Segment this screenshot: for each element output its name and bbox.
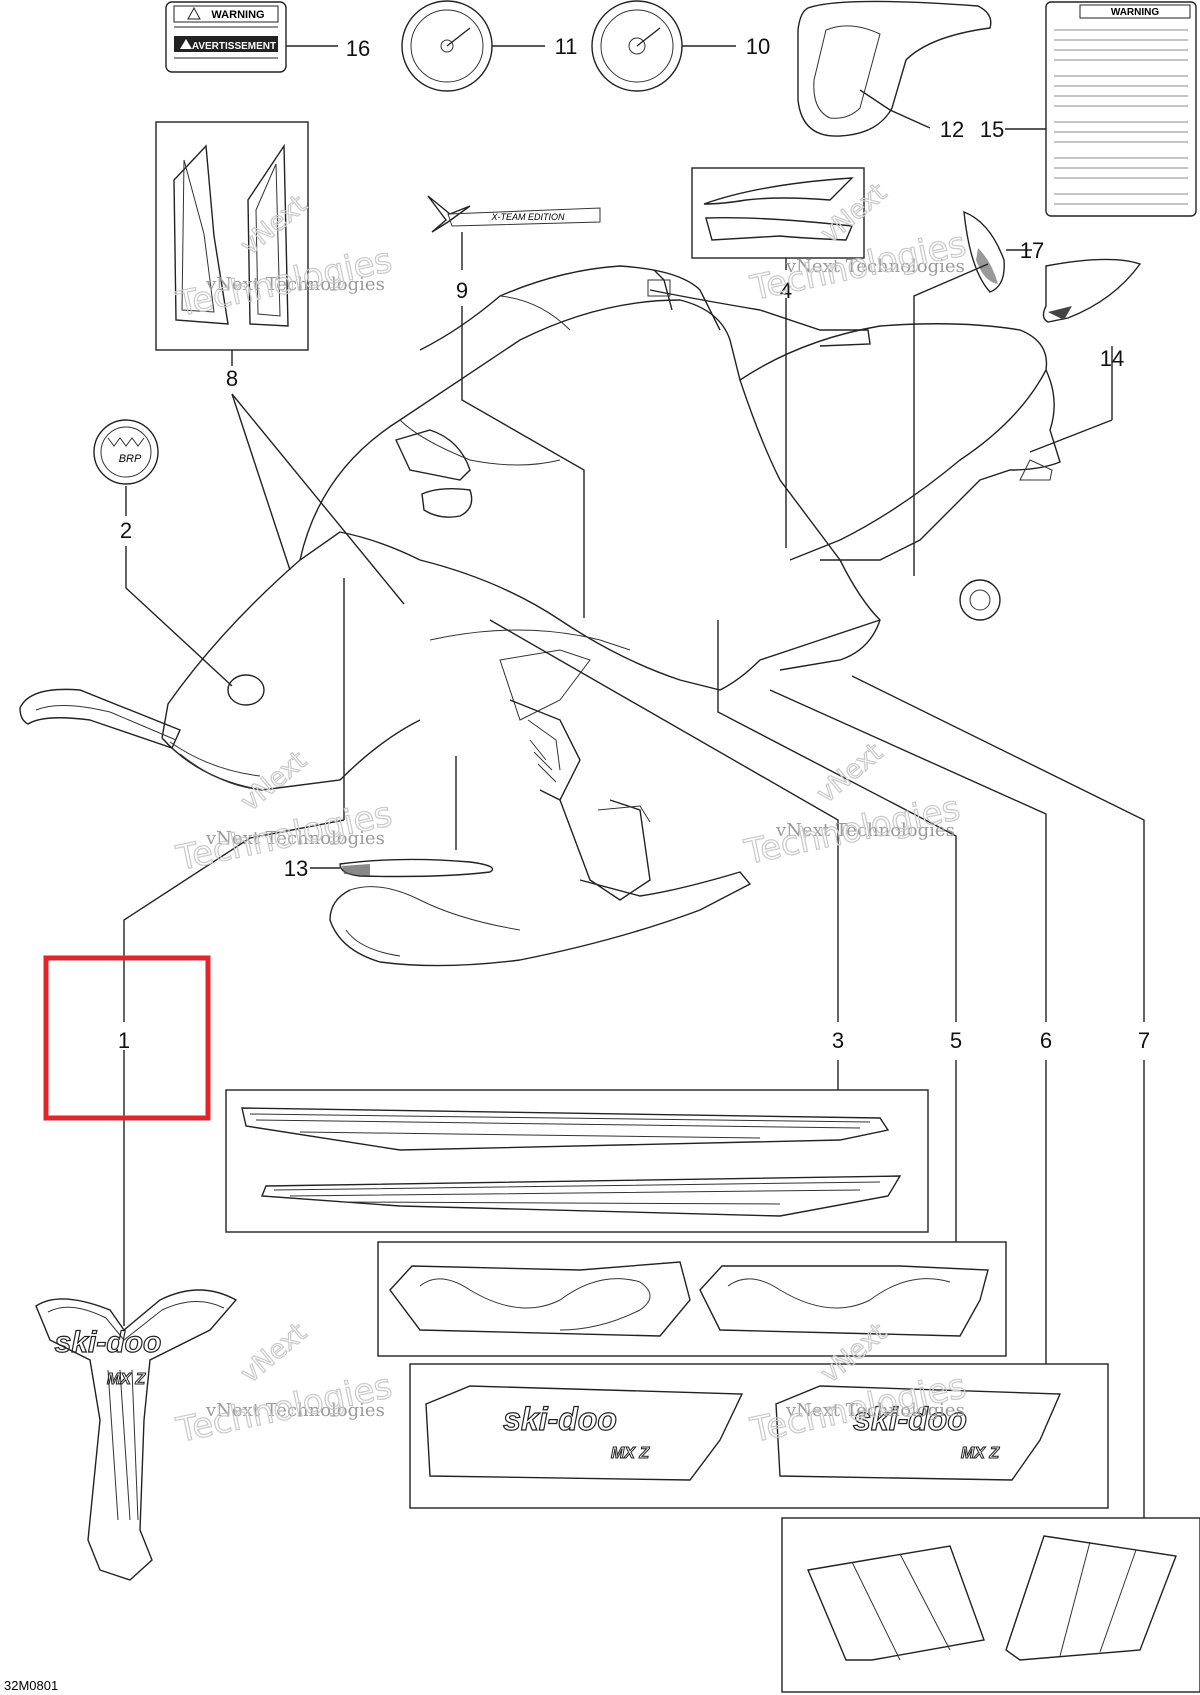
drawing-code: 32M0801 bbox=[4, 1678, 58, 1693]
speedometer-gauge-11 bbox=[401, 0, 545, 92]
callout-2: 2 bbox=[120, 518, 132, 543]
callout-9: 9 bbox=[456, 278, 468, 303]
skidoo-hood-logo-decal-1: ski-doo MX Z bbox=[35, 1289, 238, 1581]
xteam-text: X-TEAM EDITION bbox=[490, 212, 565, 222]
skidoo-text-left: ski-doo bbox=[503, 1401, 617, 1437]
callout-1: 1 bbox=[118, 1028, 130, 1053]
callout-16: 16 bbox=[346, 36, 370, 61]
watermark-vnext-text: vNext bbox=[811, 738, 888, 810]
callout-8: 8 bbox=[226, 366, 238, 391]
callout-4: 4 bbox=[780, 278, 792, 303]
skidoo-text-logo: ski-doo bbox=[55, 1326, 162, 1359]
watermark-vnext-text: vNext bbox=[235, 190, 312, 262]
watermark-text: vNext Technologies bbox=[785, 1400, 965, 1421]
watermark-group: vNext Technologies Technologies vNext vN… bbox=[172, 177, 970, 1452]
watermark-big-text: Technologies bbox=[747, 1366, 970, 1451]
watermark-vnext-text: vNext bbox=[235, 746, 312, 818]
callout-17: 17 bbox=[1020, 238, 1044, 263]
brp-logo-decal-2: BRP bbox=[93, 419, 159, 485]
model-text-logo: MX Z bbox=[107, 1371, 146, 1388]
brp-text: BRP bbox=[119, 453, 142, 465]
hood-side-decal-8 bbox=[155, 121, 309, 351]
watermark-big-text: Technologies bbox=[741, 788, 964, 873]
watermark-4: vNext Technologies Technologies vNext bbox=[740, 737, 964, 874]
small-decal-17 bbox=[963, 210, 1032, 293]
snowmobile-drawing bbox=[19, 265, 1061, 967]
callout-14: 14 bbox=[1100, 346, 1124, 371]
small-decal-14 bbox=[1029, 258, 1142, 453]
watermark-big-text: Technologies bbox=[747, 224, 970, 309]
callout-numbers: 1 2 3 4 5 6 7 8 9 10 11 12 13 14 15 16 1… bbox=[118, 34, 1150, 1053]
tachometer-gauge-10 bbox=[591, 0, 736, 92]
callout-11: 11 bbox=[555, 34, 578, 59]
highlight-box bbox=[43, 955, 211, 1121]
watermark-vnext-text: vNext bbox=[815, 1318, 892, 1390]
skidoo-text-right: ski-doo bbox=[853, 1401, 967, 1437]
callout-7: 7 bbox=[1138, 1028, 1150, 1053]
console-decal-12 bbox=[797, 0, 992, 137]
warning-decal-16: WARNING AVERTISSEMENT bbox=[165, 1, 338, 73]
watermark-text: vNext Technologies bbox=[205, 274, 385, 295]
windshield-decal-7 bbox=[781, 1517, 1200, 1693]
model-text-left: MX Z bbox=[611, 1445, 650, 1462]
watermark-text: vNext Technologies bbox=[775, 820, 955, 841]
watermark-text: vNext Technologies bbox=[205, 1400, 385, 1421]
xteam-edition-decal-9: X-TEAM EDITION bbox=[427, 195, 601, 270]
skidoo-side-decal-6: ski-doo MX Z ski-doo MX Z bbox=[409, 1363, 1109, 1509]
callout-5: 5 bbox=[950, 1028, 962, 1053]
watermark-text: vNext Technologies bbox=[785, 256, 965, 277]
callout-3: 3 bbox=[832, 1028, 844, 1053]
hood-stripe-decal-4 bbox=[691, 167, 865, 270]
callout-15: 15 bbox=[980, 117, 1004, 142]
side-stripe-decal-3 bbox=[225, 1089, 929, 1233]
watermark-5: vNext Technologies Technologies vNext bbox=[172, 1317, 396, 1452]
callout-6: 6 bbox=[1040, 1028, 1052, 1053]
instruction-decal-15: WARNING bbox=[1005, 1, 1197, 217]
warning-text: WARNING bbox=[211, 9, 264, 21]
watermark-vnext-text: vNext bbox=[815, 178, 892, 250]
callout-10: 10 bbox=[746, 34, 770, 59]
watermark-text: vNext Technologies bbox=[205, 828, 385, 849]
callout-13: 13 bbox=[284, 856, 308, 881]
avertissement-text: AVERTISSEMENT bbox=[192, 41, 276, 52]
leader-lines bbox=[123, 263, 1145, 1518]
watermark-2: vNext Technologies Technologies vNext bbox=[746, 177, 970, 310]
model-text-right: MX Z bbox=[961, 1445, 1000, 1462]
side-panel-decal-5 bbox=[377, 1241, 1007, 1357]
watermark-1: vNext Technologies Technologies vNext bbox=[172, 189, 396, 326]
callout-12: 12 bbox=[940, 117, 964, 142]
watermark-vnext-text: vNext bbox=[235, 1318, 312, 1390]
watermark-big-text: Technologies bbox=[173, 1366, 396, 1451]
warning15-text: WARNING bbox=[1111, 7, 1160, 18]
